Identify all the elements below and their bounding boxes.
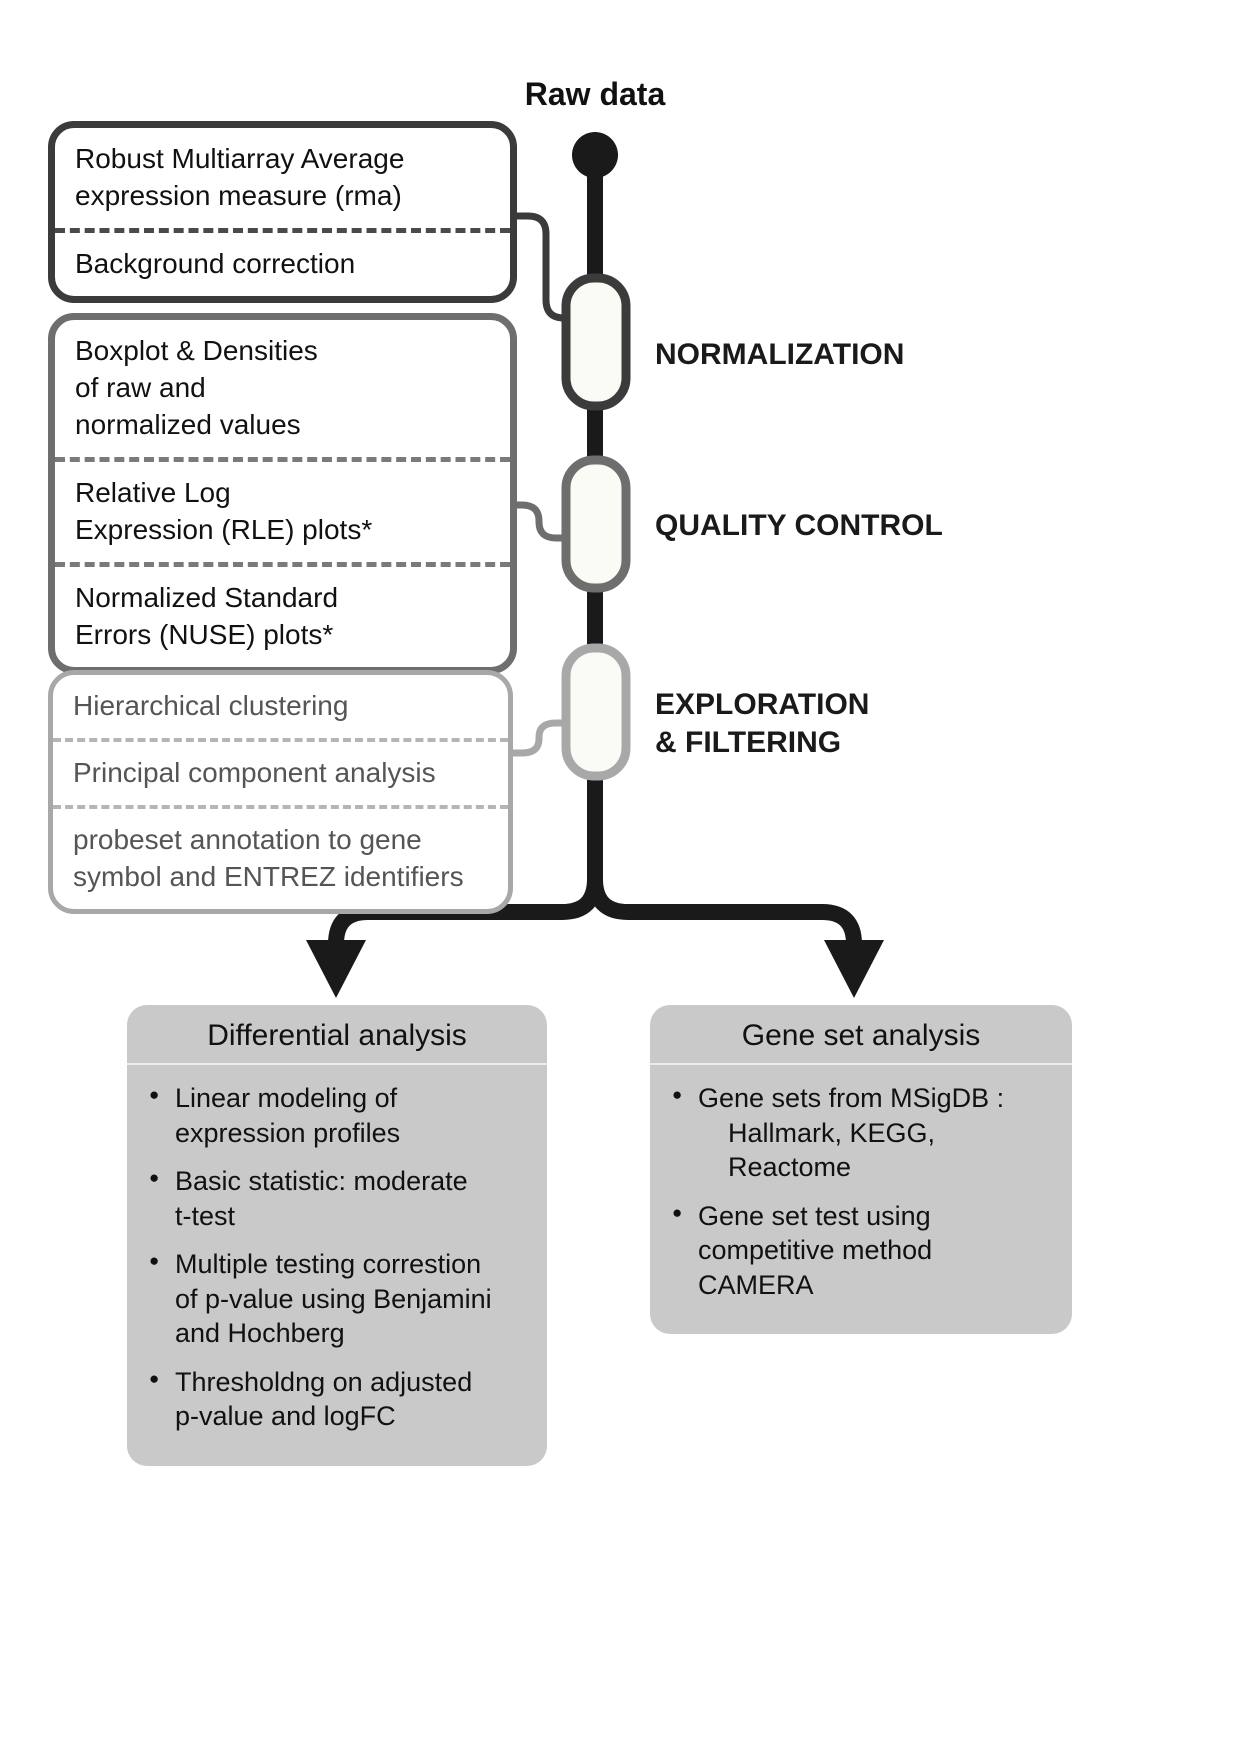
differential-analysis-list: Linear modeling of expression profiles B… [127,1081,547,1466]
exploration-methods-box: Hierarchical clustering Principal compon… [48,670,513,914]
method-item: Principal component analysis [53,737,508,805]
stage-label-quality-control: QUALITY CONTROL [655,509,943,542]
exploration-node [561,643,631,781]
stage-label-normalization: NORMALIZATION [655,338,905,371]
method-item: Background correction [55,227,510,296]
connector-normalization [512,212,574,322]
bullet-item: Thresholdng on adjusted p-value and logF… [143,1365,531,1434]
normalization-node [561,273,631,411]
method-item: Relative Log Expression (RLE) plots* [55,456,510,562]
differential-analysis-panel: Differential analysis Linear modeling of… [127,1005,547,1466]
quality-control-node [561,455,631,593]
raw-data-label: Raw data [524,76,666,112]
method-item: Hierarchical clustering [73,690,349,721]
branch-right-arrowhead [824,940,884,998]
method-item: probeset annotation to gene symbol and E… [53,804,508,909]
bullet-item: Basic statistic: moderate t-test [143,1164,531,1233]
gene-set-analysis-list: Gene sets from MSigDB : Hallmark, KEGG, … [650,1081,1072,1334]
gene-set-analysis-title: Gene set analysis [650,1005,1072,1065]
bullet-item: Gene set test using competitive method C… [666,1199,1056,1303]
method-item: Robust Multiarray Average expression mea… [75,143,405,211]
bullet-item: Multiple testing correstion of p-value u… [143,1247,531,1351]
branch-left-arrowhead [306,940,366,998]
method-item: Boxplot & Densities of raw and normalize… [75,335,318,440]
bullet-item: Gene sets from MSigDB : Hallmark, KEGG, … [666,1081,1056,1185]
normalization-methods-box: Robust Multiarray Average expression mea… [48,121,517,303]
bullet-item: Linear modeling of expression profiles [143,1081,531,1150]
raw-data-dot [572,132,618,178]
method-item: Normalized Standard Errors (NUSE) plots* [55,561,510,667]
stage-label-exploration-filtering: EXPLORATION & FILTERING [655,688,870,759]
gene-set-analysis-panel: Gene set analysis Gene sets from MSigDB … [650,1005,1072,1335]
connector-quality-control [512,501,574,542]
connector-exploration [512,719,574,757]
branch-right-line [587,878,862,952]
quality-control-methods-box: Boxplot & Densities of raw and normalize… [48,313,517,674]
differential-analysis-title: Differential analysis [127,1005,547,1065]
